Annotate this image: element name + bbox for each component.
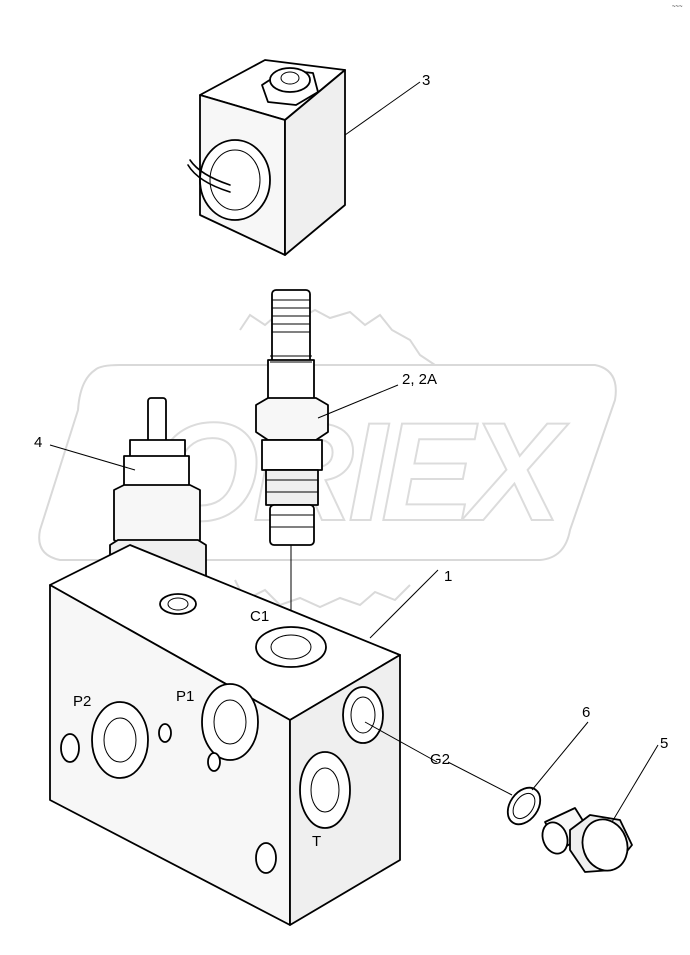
callout-3: 3 (422, 72, 430, 89)
leader-lines (49, 81, 659, 823)
callout-1: 1 (444, 568, 452, 585)
plug-part-5 (541, 807, 633, 873)
watermark-text: ORIEX (150, 393, 569, 550)
solenoid-coil-part-3 (187, 59, 346, 256)
callout-6: 6 (582, 704, 590, 721)
manifold-block-part-1 (49, 544, 401, 926)
cartridge-valve-part-2 (255, 289, 329, 640)
callout-2-2a: 2, 2A (402, 371, 437, 388)
o-ring-part-6 (506, 786, 542, 826)
port-label-p1: P1 (176, 688, 194, 705)
port-label-t: T (312, 833, 321, 850)
watermark-logo: ORIEX (38, 308, 617, 609)
callout-5: 5 (660, 735, 668, 752)
callout-4: 4 (34, 434, 42, 451)
port-label-g2: G2 (430, 751, 450, 768)
port-label-p2: P2 (73, 693, 91, 710)
port-label-c1: C1 (250, 608, 269, 625)
corner-mark: ~~~ (672, 4, 683, 10)
